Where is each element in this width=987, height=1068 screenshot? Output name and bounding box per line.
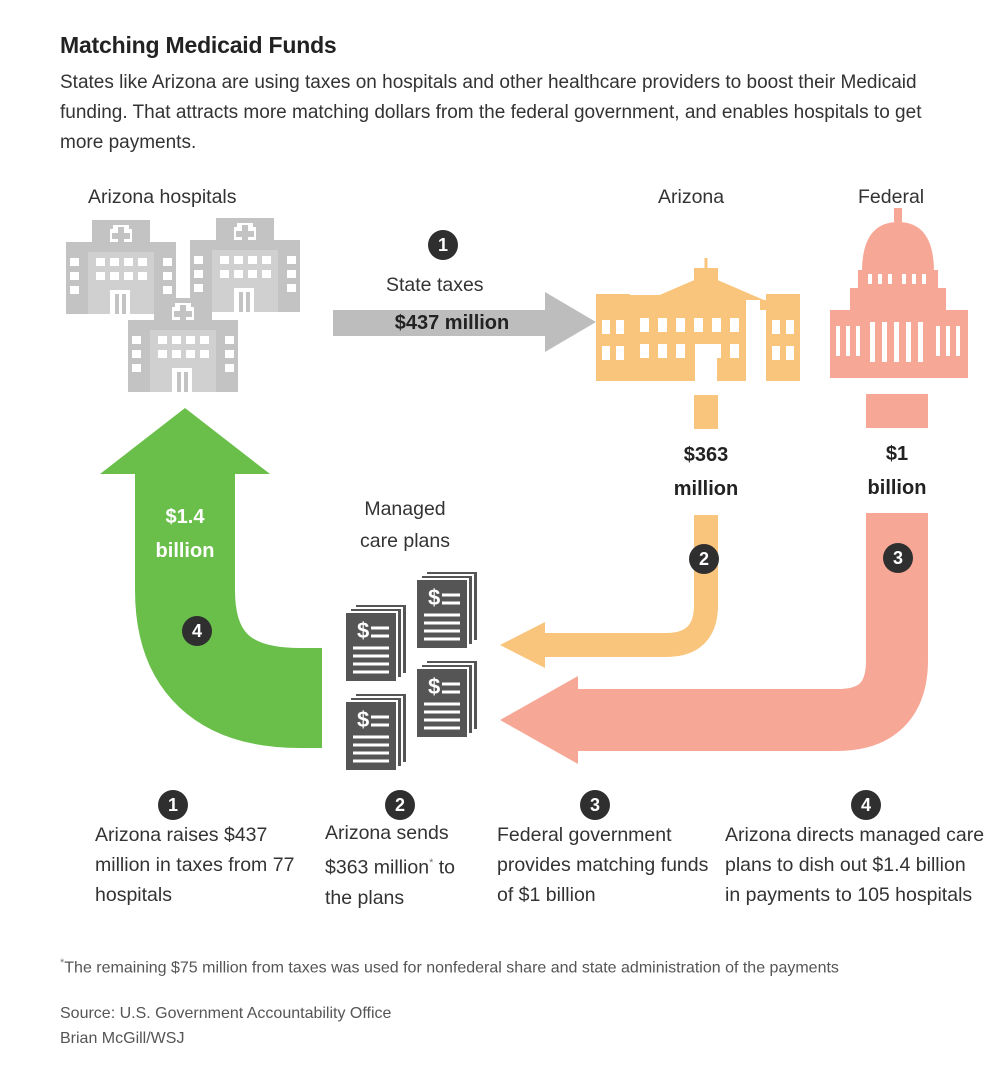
payments-flow-arrowhead [100,408,270,474]
step-4-text: Arizona directs managed care plans to di… [725,824,985,906]
capitol-icon [830,208,968,378]
payments-flow-arrow [135,470,322,748]
federal-label: Federal [858,186,925,208]
legend-badge-2: 2 [385,790,415,820]
step-badge-4: 4 [182,616,212,646]
step-2-text-tail: to the plans [325,856,456,909]
payments-amount: $1.4 billion [135,500,235,568]
managed-care-label: Managed care plans [350,493,460,557]
step-badge-3: 3 [883,543,913,573]
hospitals-label: Arizona hospitals [88,186,237,208]
step-1-text: Arizona raises $437 million in taxes fro… [95,824,295,906]
federal-flow-arrow [578,513,928,751]
arizona-amount-line2: million [673,478,739,500]
payments-amount-line1: $1.4 [165,506,205,528]
step-badge-2: 2 [689,544,719,574]
federal-amount: $1 billion [847,437,947,505]
hospital-icon [190,218,300,312]
step-2-asterisk: * [429,857,434,869]
footnote-asterisk: * [60,957,65,969]
step-2-text: Arizona sends $363 million* to the plans [325,818,485,913]
step-badge-1: 1 [428,230,458,260]
document-stack-icon [414,569,480,651]
credit-line: Brian McGill/WSJ [60,1030,185,1047]
arizona-amount: $363 million [656,438,756,506]
document-stack-icon [343,691,409,773]
arizona-flow-arrowhead [500,622,545,668]
capitol-icon [596,258,800,381]
page-title: Matching Medicaid Funds [60,32,337,58]
federal-amount-line1: $1 [885,443,909,465]
arizona-flow-stub [694,395,718,429]
state-taxes-label: State taxes [386,274,484,296]
step-3-text: Federal government provides matching fun… [497,824,709,906]
arizona-amount-line1: $363 [683,444,729,466]
arizona-flow-arrow [545,515,718,657]
footnote-text: The remaining $75 million from taxes was… [64,959,839,977]
state-taxes-amount: $437 million [394,312,510,334]
state-taxes-arrow [333,292,596,352]
step-2-text-main: Arizona sends $363 million [325,822,449,879]
federal-amount-line2: billion [867,477,927,499]
legend-badge-3: 3 [580,790,610,820]
arizona-label: Arizona [658,186,725,208]
page-subtitle: States like Arizona are using taxes on h… [60,72,922,153]
legend-badge-1: 1 [158,790,188,820]
footnote: *The remaining $75 million from taxes wa… [60,951,940,980]
document-stack-icon [414,658,480,740]
federal-flow-arrowhead [500,676,578,764]
document-stack-icon [343,602,409,684]
managed-care-label-line1: Managed [364,498,446,520]
federal-flow-stub [866,394,928,428]
payments-amount-line2: billion [155,540,215,562]
source-line: Source: U.S. Government Accountability O… [60,1005,392,1022]
managed-care-label-line2: care plans [360,530,450,552]
legend-badge-4: 4 [851,790,881,820]
